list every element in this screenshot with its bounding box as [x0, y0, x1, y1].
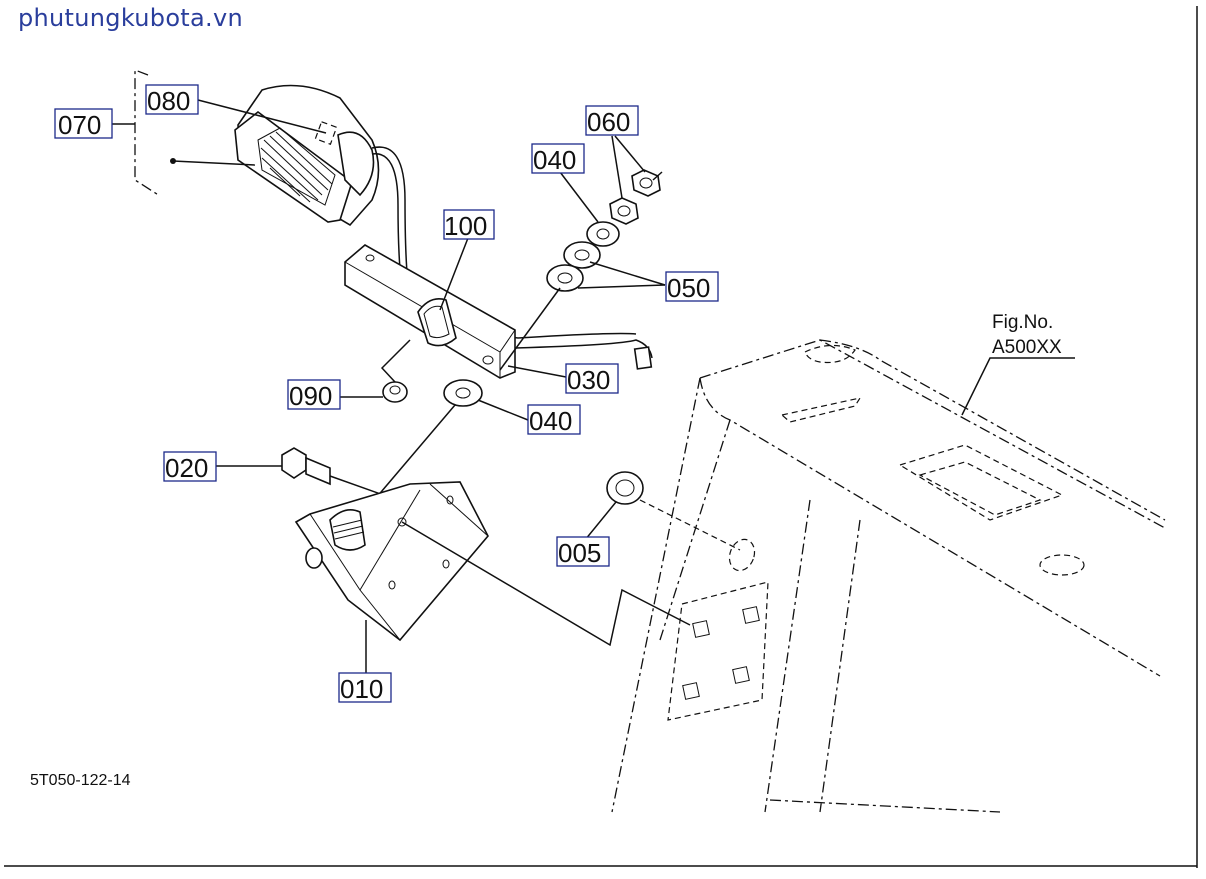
callout-030[interactable]: 030: [565, 363, 619, 395]
grommet-005: [606, 471, 644, 505]
work-light-lamp: [234, 84, 653, 370]
svg-text:005: 005: [558, 538, 601, 568]
fig-ref-number: A500XX: [992, 337, 1062, 358]
bracket-030: [344, 244, 516, 379]
nut-090: [380, 339, 411, 403]
svg-text:010: 010: [340, 674, 383, 704]
svg-text:040: 040: [529, 406, 572, 436]
washer-040-upper: [586, 221, 620, 247]
callout-070[interactable]: 070: [54, 108, 113, 140]
leader-lines: [112, 69, 1075, 676]
svg-text:090: 090: [289, 381, 332, 411]
svg-text:080: 080: [147, 86, 190, 116]
nut-060-a: [609, 197, 639, 225]
svg-text:020: 020: [165, 453, 208, 483]
callout-050[interactable]: 050: [665, 271, 719, 303]
tractor-frame-outline: [611, 339, 1166, 813]
bolt-020: [281, 447, 421, 509]
svg-text:070: 070: [58, 110, 101, 140]
callout-090[interactable]: 090: [287, 379, 341, 411]
watermark-text: phutungkubota.vn: [18, 4, 243, 32]
washer-050-a: [563, 241, 601, 269]
svg-text:040: 040: [533, 145, 576, 175]
nut-060-b: [631, 169, 661, 197]
callout-080[interactable]: 080: [145, 84, 199, 116]
callout-040-lower[interactable]: 040: [527, 404, 581, 436]
washer-040-lower: [443, 379, 483, 407]
callout-040-upper[interactable]: 040: [531, 143, 585, 175]
washer-050-b: [546, 264, 584, 292]
callout-005[interactable]: 005: [556, 536, 610, 568]
callout-060[interactable]: 060: [585, 105, 639, 137]
callout-100[interactable]: 100: [443, 209, 495, 241]
callout-020[interactable]: 020: [163, 451, 217, 483]
svg-text:030: 030: [567, 365, 610, 395]
figure-code: 5T050-122-14: [30, 772, 131, 789]
fig-ref-label: Fig.No.: [992, 312, 1053, 333]
bracket-010: [294, 481, 691, 647]
callout-010[interactable]: 010: [338, 672, 392, 704]
svg-text:060: 060: [587, 107, 630, 137]
svg-text:050: 050: [667, 273, 710, 303]
svg-text:100: 100: [444, 211, 487, 241]
